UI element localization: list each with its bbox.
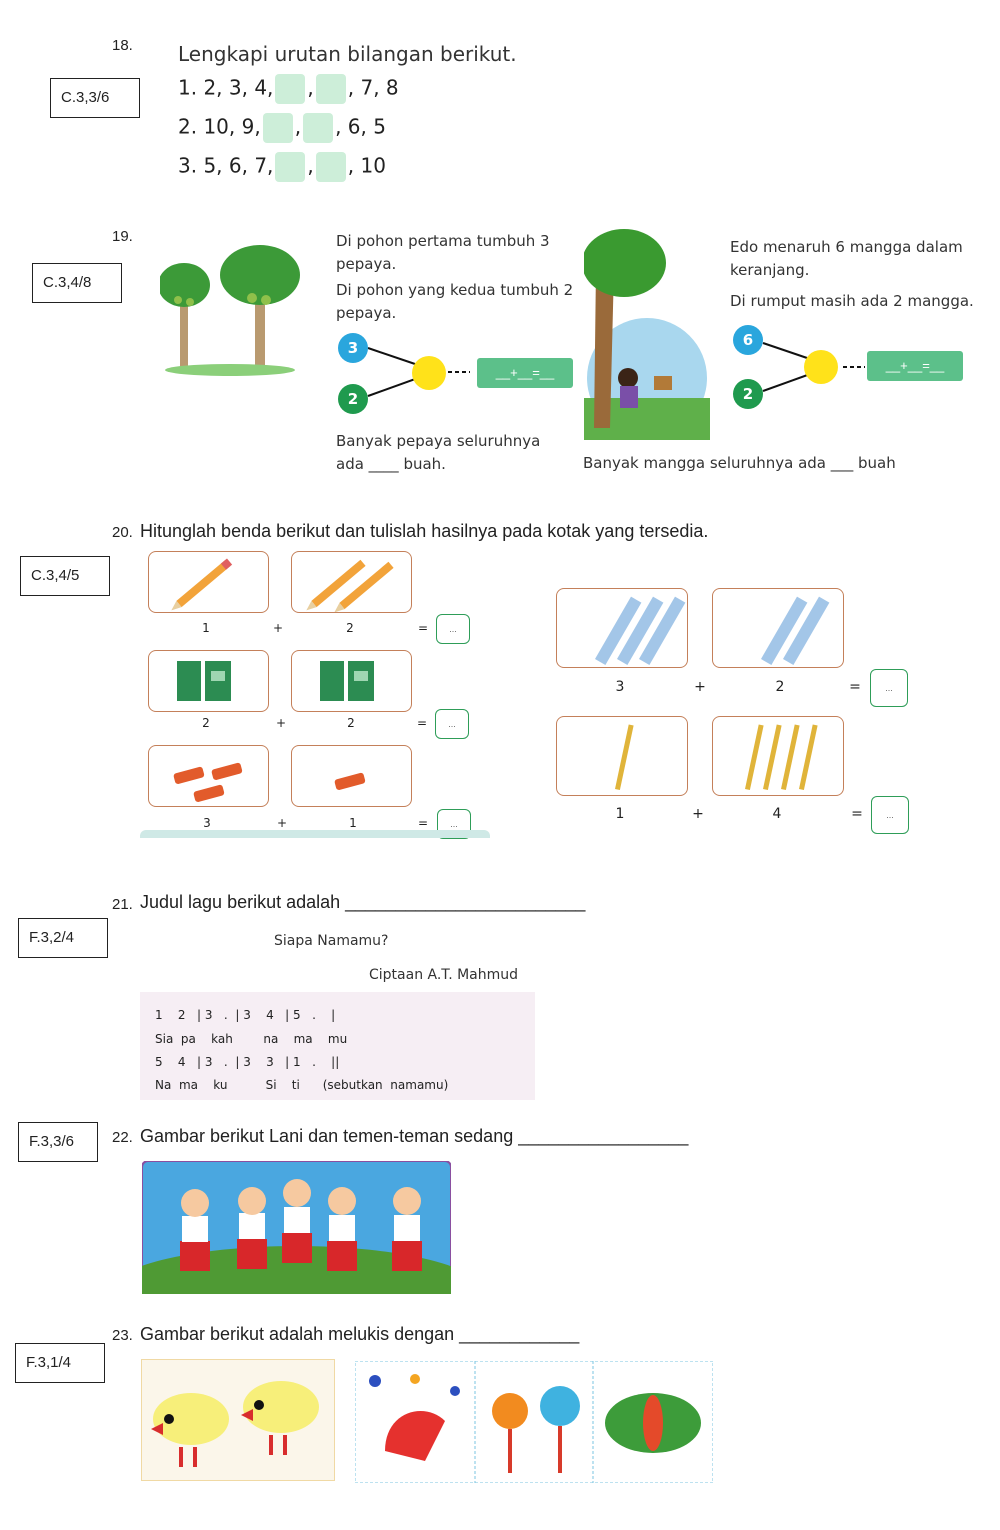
equals-sign: = — [417, 816, 429, 830]
q18-code: C.3,3/6 — [50, 78, 140, 118]
q23-question: Gambar berikut adalah melukis dengan ___… — [140, 1324, 580, 1344]
pen-box-b — [712, 716, 844, 796]
q20-left-r3-a: 3 — [203, 816, 211, 830]
pen-icon — [615, 724, 634, 791]
plus-sign: + — [276, 816, 288, 830]
book-icon — [177, 661, 231, 701]
q20-left-r1-a: 1 — [202, 621, 210, 635]
blank-box[interactable] — [275, 74, 306, 104]
song-lyrics-line-1: Sia pa kah na ma mu — [155, 1032, 348, 1046]
q19-right-bottom-circle: 2 — [733, 379, 763, 409]
q19-left-diagram-lines — [367, 347, 470, 397]
q22-number: 22. — [112, 1129, 133, 1146]
q23-code: F.3,1/4 — [15, 1343, 105, 1383]
colorful-paintings-collage — [355, 1361, 713, 1483]
q19-right-text-1: Edo menaruh 6 mangga dalam keranjang. — [730, 238, 963, 279]
song-lyrics-line-2: Na ma ku Si ti (sebutkan namamu) — [155, 1078, 449, 1092]
q22-question: Gambar berikut Lani dan temen-teman seda… — [140, 1126, 689, 1146]
q20-right-r1-a: 3 — [615, 679, 625, 695]
plus-sign: + — [692, 806, 704, 822]
q21-code: F.3,2/4 — [18, 918, 108, 958]
blank-box[interactable] — [303, 113, 334, 143]
plus-sign: + — [275, 716, 287, 730]
handprint-chicks-painting — [141, 1359, 335, 1481]
q20-left-r2-a: 2 — [202, 716, 210, 730]
pencil-icon — [306, 559, 394, 613]
q18-title: Lengkapi urutan bilangan berikut. — [178, 42, 517, 66]
q23-number: 23. — [112, 1327, 133, 1344]
q21-number: 21. — [112, 896, 133, 913]
q19-left-top-circle: 3 — [338, 333, 368, 363]
eraser-icon — [334, 772, 366, 790]
q20-right-r1-b: 2 — [775, 679, 785, 695]
q19-left-text-1: Di pohon pertama tumbuh 3 pepaya. — [336, 232, 550, 273]
plus-sign: + — [272, 621, 284, 635]
pen-box-a — [556, 716, 688, 796]
q19-left-sum-circle — [412, 356, 446, 390]
q20-answer-box[interactable]: ... — [436, 614, 470, 644]
q19-left-text-2: Di pohon yang kedua tumbuh 2 pepaya. — [336, 281, 574, 322]
ruler-icon — [595, 596, 686, 665]
mango-tree-illustration — [584, 229, 710, 440]
eraser-box-a — [148, 745, 269, 807]
ruler-box-a — [556, 588, 688, 668]
q20-answer-box[interactable]: ... — [871, 796, 909, 834]
q20-title: Hitunglah benda berikut dan tulislah has… — [140, 521, 709, 541]
q20-left-r2-b: 2 — [347, 716, 355, 730]
q20-code: C.3,4/5 — [20, 556, 110, 596]
q19-right-answer: Banyak mangga seluruhnya ada ___ buah — [583, 454, 896, 472]
q19-right-equation-box[interactable]: __+__=__ — [867, 351, 963, 381]
ruler-icon — [761, 596, 830, 665]
children-playing-illustration — [142, 1161, 451, 1294]
q19-right-sum-circle — [804, 350, 838, 384]
q20-answer-box[interactable]: ... — [435, 709, 469, 739]
q20-number: 20. — [112, 524, 133, 541]
q20-right-r2-a: 1 — [615, 806, 625, 822]
book-box-a — [148, 650, 269, 712]
q19-left-equation-box[interactable]: __+__=__ — [477, 358, 573, 388]
q20-left-r3-b: 1 — [349, 816, 357, 830]
equals-sign: = — [417, 621, 429, 635]
q21-question: Judul lagu berikut adalah ______________… — [140, 892, 586, 912]
song-notes-line-1: 1 2 | 3 . | 3 4 | 5 . | — [155, 1008, 336, 1022]
eraser-icon — [173, 762, 243, 802]
q20-right-r2-b: 4 — [772, 806, 782, 822]
equals-sign: = — [849, 679, 861, 695]
q20-left-r1-b: 2 — [346, 621, 354, 635]
q19-right-diagram-lines — [762, 342, 865, 392]
blank-box[interactable] — [315, 74, 346, 104]
q20-answer-box[interactable]: ... — [870, 669, 908, 707]
q18-row-1: 1. 2, 3, 4,,, 7, 8 — [178, 74, 399, 104]
ruler-box-b — [712, 588, 844, 668]
equals-sign: = — [416, 716, 428, 730]
q22-code: F.3,3/6 — [18, 1122, 98, 1162]
pencil-icon — [171, 558, 233, 611]
papaya-trees-illustration — [160, 245, 300, 376]
blank-box[interactable] — [275, 152, 306, 182]
book-icon — [320, 661, 374, 701]
blank-box[interactable] — [262, 113, 293, 143]
blank-box[interactable] — [315, 152, 346, 182]
pencil-box-b — [291, 551, 412, 613]
eraser-box-b — [291, 745, 412, 807]
q18-row-2: 2. 10, 9,,, 6, 5 — [178, 113, 386, 143]
plus-sign: + — [694, 679, 706, 695]
song-notation-panel: 1 2 | 3 . | 3 4 | 5 . | Sia pa kah na ma… — [140, 992, 535, 1100]
q18-number: 18. — [112, 37, 133, 54]
q19-code: C.3,4/8 — [32, 263, 122, 303]
q19-right-text-2: Di rumput masih ada 2 mangga. — [730, 292, 974, 310]
q18-row-3: 3. 5, 6, 7,,, 10 — [178, 152, 386, 182]
book-box-b — [291, 650, 412, 712]
song-notes-line-2: 5 4 | 3 . | 3 3 | 1 . || — [155, 1055, 340, 1069]
equals-sign: = — [851, 806, 863, 822]
q19-right-top-circle: 6 — [733, 325, 763, 355]
pen-icon — [745, 724, 818, 791]
q19-number: 19. — [112, 228, 133, 245]
decorative-wave — [140, 830, 490, 838]
song-title: Siapa Namamu? — [274, 933, 389, 949]
q19-left-answer: Banyak pepaya seluruhnya ada ____ buah. — [336, 432, 541, 473]
song-composer: Ciptaan A.T. Mahmud — [369, 967, 519, 983]
pencil-box-a — [148, 551, 269, 613]
q19-left-bottom-circle: 2 — [338, 384, 368, 414]
